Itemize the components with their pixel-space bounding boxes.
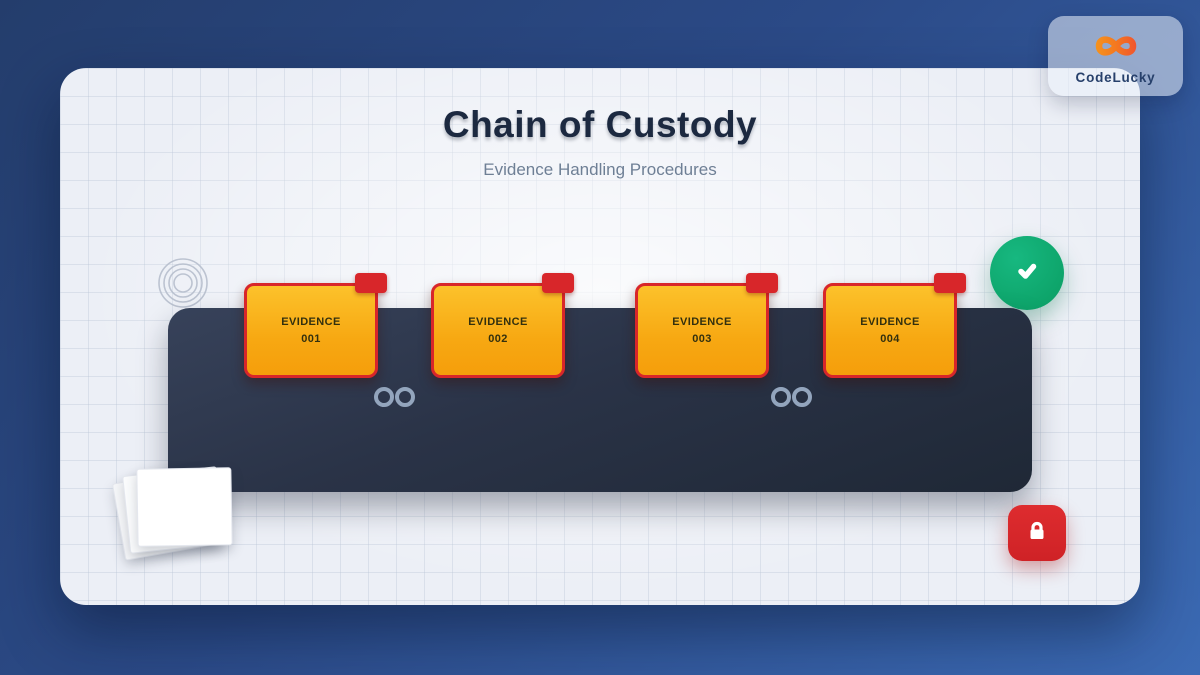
evidence-tag-number: 001 (301, 332, 321, 345)
handcuffs-icon (374, 387, 415, 407)
evidence-tag-004: EVIDENCE 004 (823, 273, 966, 378)
evidence-tab-icon (355, 273, 387, 293)
evidence-tag-label: EVIDENCE (672, 316, 732, 328)
evidence-tab-icon (542, 273, 574, 293)
paper-sheet (136, 467, 233, 547)
brand-name: CodeLucky (1075, 69, 1156, 85)
evidence-tag-label: EVIDENCE (860, 316, 920, 328)
infinity-loop-icon (1083, 28, 1149, 69)
slide-card: Chain of Custody Evidence Handling Proce… (60, 68, 1140, 605)
brand-badge: CodeLucky (1048, 16, 1183, 96)
paper-stack-icon (110, 463, 295, 613)
ring-icon (374, 387, 394, 407)
evidence-tag-label: EVIDENCE (468, 316, 528, 328)
evidence-tab-icon (746, 273, 778, 293)
secure-lock-badge (1008, 505, 1066, 561)
page-title: Chain of Custody (442, 104, 758, 145)
verified-badge (990, 236, 1064, 310)
evidence-tag-001: EVIDENCE 001 (244, 273, 387, 378)
page-subtitle: Evidence Handling Procedures (483, 160, 717, 179)
ring-icon (771, 387, 791, 407)
evidence-tag-number: 004 (880, 332, 900, 345)
lock-icon (1025, 519, 1049, 548)
concentric-circles-icon (157, 257, 209, 309)
evidence-tag-003: EVIDENCE 003 (635, 273, 778, 378)
ring-icon (792, 387, 812, 407)
ring-icon (395, 387, 415, 407)
evidence-tag-label: EVIDENCE (281, 316, 341, 328)
evidence-tab-icon (934, 273, 966, 293)
check-icon (1012, 256, 1042, 291)
evidence-tag-002: EVIDENCE 002 (431, 273, 574, 378)
evidence-tag-number: 002 (488, 332, 508, 345)
evidence-tag-number: 003 (692, 332, 712, 345)
handcuffs-icon (771, 387, 812, 407)
